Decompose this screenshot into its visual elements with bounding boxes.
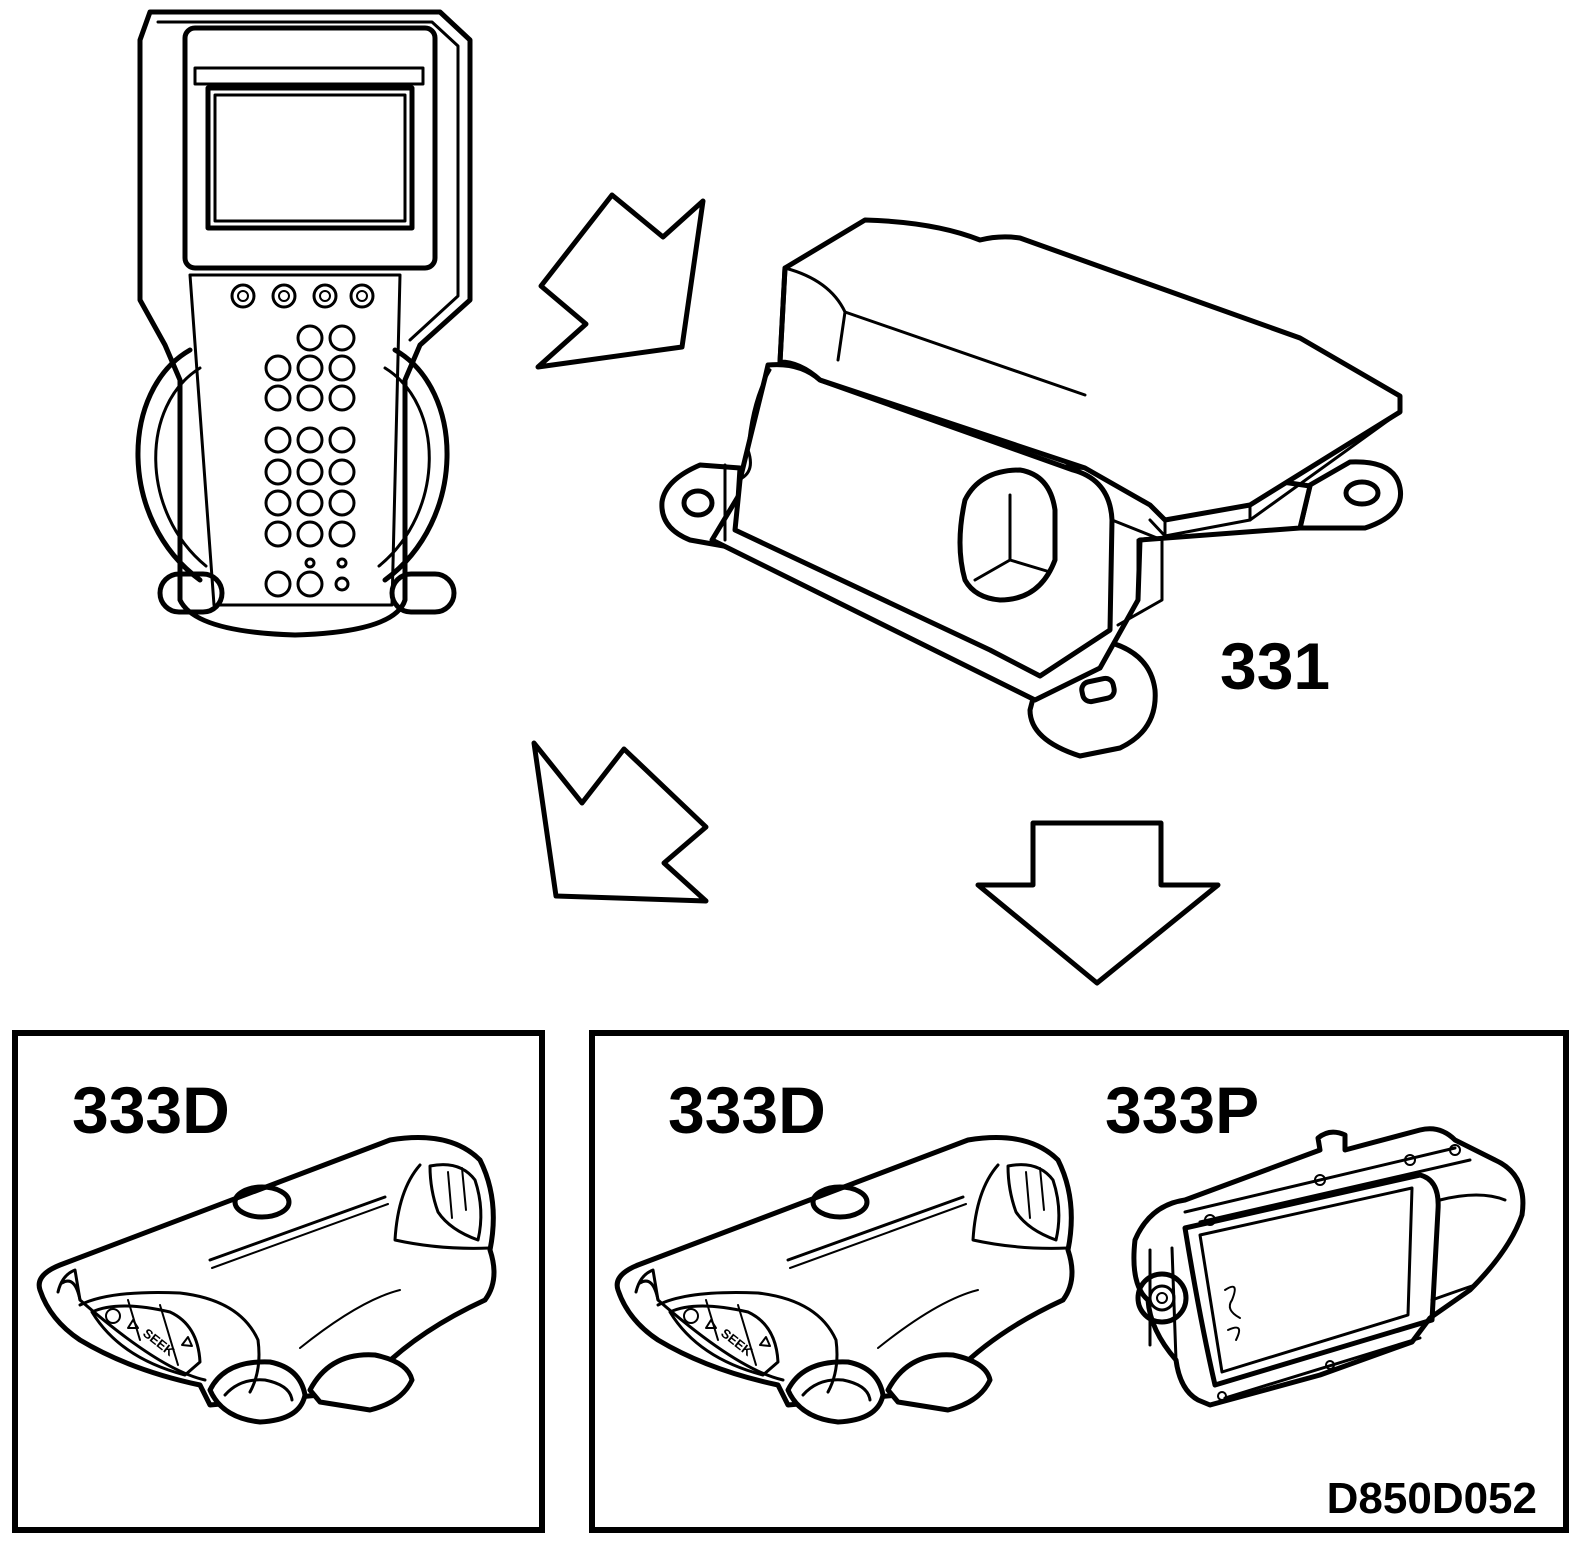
tester-small-key-icon bbox=[304, 557, 316, 569]
tester-key-icon bbox=[296, 384, 324, 412]
tester-key-icon bbox=[296, 570, 324, 598]
tester-key-icon bbox=[296, 354, 324, 382]
tester-key-icon bbox=[264, 426, 292, 454]
tester-key-icon bbox=[264, 354, 292, 382]
tester-key-icon bbox=[296, 489, 324, 517]
driver-airbag-right-icon bbox=[617, 1138, 1072, 1423]
tester-function-button-center bbox=[319, 290, 331, 302]
tester-function-button-center bbox=[356, 290, 368, 302]
tester-small-key-icon bbox=[336, 557, 348, 569]
tester-key-icon bbox=[328, 489, 356, 517]
tester-key-icon bbox=[296, 458, 324, 486]
tester-function-button-icon bbox=[230, 283, 256, 309]
tester-key-icon bbox=[328, 384, 356, 412]
tester-function-button-icon bbox=[312, 283, 338, 309]
tester-key-icon bbox=[264, 489, 292, 517]
tester-key-icon bbox=[296, 520, 324, 548]
tester-key-icon bbox=[328, 426, 356, 454]
panel-right-frame bbox=[589, 1030, 1569, 1533]
figure-code: D850D052 bbox=[1327, 1474, 1537, 1523]
label-module-331: 331 bbox=[1220, 629, 1330, 703]
airbag-control-module-icon bbox=[659, 217, 1404, 759]
panel-left-frame bbox=[12, 1030, 545, 1533]
label-right-333P: 333P bbox=[1105, 1073, 1259, 1147]
tester-key-icon bbox=[328, 520, 356, 548]
tester-function-button-icon bbox=[349, 283, 375, 309]
tester-small-key-icon bbox=[334, 576, 350, 592]
tester-key-icon bbox=[264, 384, 292, 412]
tester-key-icon bbox=[328, 324, 356, 352]
label-right-333D: 333D bbox=[668, 1073, 826, 1147]
arrow-right-down-icon bbox=[535, 192, 706, 370]
label-left-333D: 333D bbox=[72, 1073, 230, 1147]
tester-function-button-center bbox=[237, 290, 249, 302]
tester-key-icon bbox=[264, 570, 292, 598]
tester-key-icon bbox=[264, 520, 292, 548]
arrow-left-down-icon bbox=[531, 740, 709, 904]
arrow-down-icon bbox=[975, 820, 1221, 986]
tester-key-icon bbox=[328, 458, 356, 486]
diagnostic-tester-icon bbox=[135, 9, 473, 638]
tester-function-button-center bbox=[278, 290, 290, 302]
tester-key-icon bbox=[264, 458, 292, 486]
tester-function-button-icon bbox=[271, 283, 297, 309]
passenger-airbag-icon bbox=[1131, 1126, 1526, 1408]
driver-airbag-left-icon bbox=[39, 1138, 494, 1423]
tester-key-icon bbox=[296, 426, 324, 454]
tester-key-icon bbox=[328, 354, 356, 382]
tester-key-icon bbox=[296, 324, 324, 352]
